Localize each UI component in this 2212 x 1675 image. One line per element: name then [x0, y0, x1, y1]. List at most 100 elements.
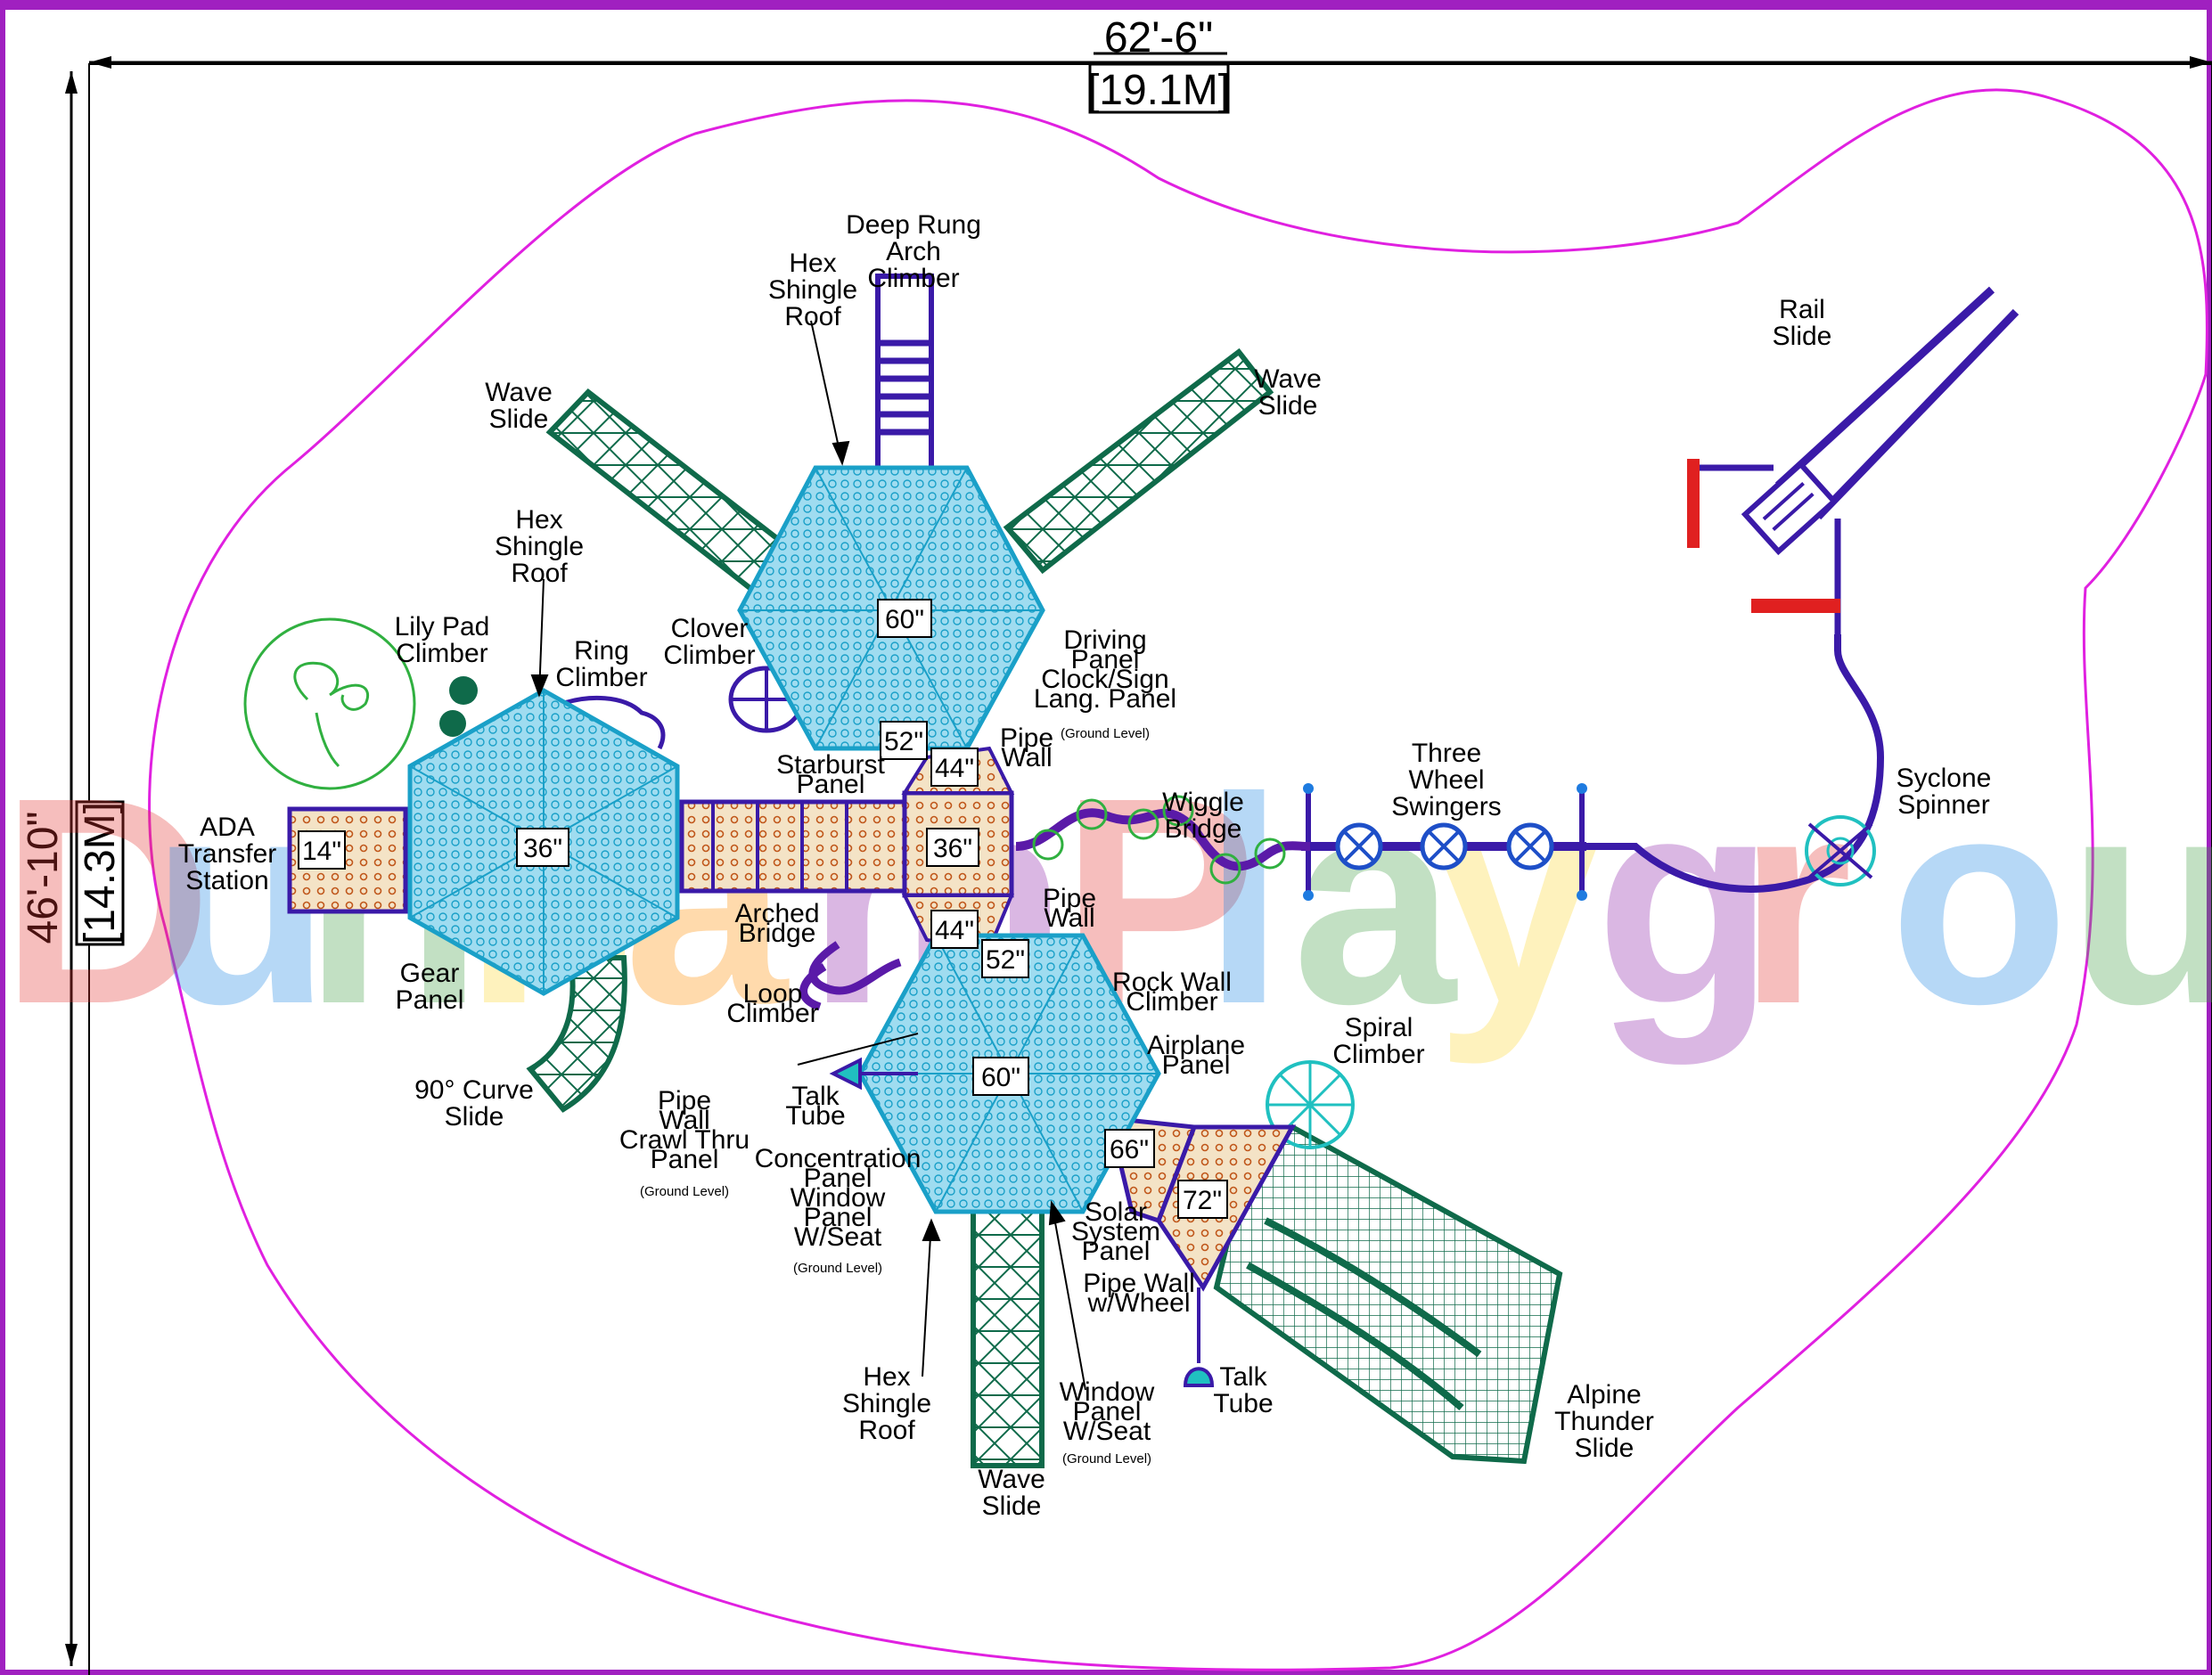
deep-rung-arch-climber [875, 274, 934, 475]
label-deep-rung-line: Arch [886, 237, 941, 266]
lily-pad-climber [243, 617, 478, 790]
talk-tube-left-shape [829, 1057, 918, 1091]
label-window-panel-line: W/Seat [1063, 1417, 1151, 1446]
deck-height-values: 14" 36" 60" 36" 52" 44" 44" 52" 60" 66" … [302, 605, 1222, 1215]
label-talk-tube-right-line: Tube [1213, 1389, 1273, 1418]
label-window-panel-line: Window [1060, 1377, 1155, 1407]
deck-height-boxes [298, 599, 1228, 1219]
watermark-letter: a [1292, 736, 1458, 1065]
label-arched-bridge-line: Arched [734, 899, 819, 928]
label-spiral-climber-line: Climber [1332, 1040, 1424, 1069]
label-ada-transfer-line: Station [185, 866, 268, 895]
label-concentration-line: Concentration [755, 1144, 922, 1173]
deck-height-step-b: 44" [935, 754, 974, 783]
three-wheel-swingers [1301, 783, 1587, 901]
ring-climber [561, 695, 666, 750]
label-hex-roof-left-line: Shingle [495, 532, 584, 561]
label-solar-system-line: Panel [1082, 1237, 1151, 1266]
label-clover-climber-line: Climber [663, 641, 755, 670]
label-talk-tube-left-line: Tube [785, 1101, 845, 1131]
label-pipe-wall-wheel-line: w/Wheel [1086, 1288, 1190, 1318]
watermark-letter: u [2068, 736, 2212, 1065]
label-solar-system-line: Solar [1085, 1197, 1147, 1227]
watermark-letter: y [1435, 736, 1601, 1066]
syclone-spinner [1533, 634, 1885, 893]
rail-slide [1687, 286, 2019, 634]
label-alpine-line: Alpine [1567, 1380, 1641, 1409]
arched-bridge [679, 799, 907, 894]
label-three-wheel-line: Wheel [1408, 765, 1484, 795]
label-wiggle-bridge-line: Wiggle [1162, 788, 1244, 817]
curve-slide [526, 955, 627, 1113]
label-wave-slide-right-line: Wave [1254, 364, 1322, 394]
label-syclone-line: Syclone [1897, 764, 1992, 793]
label-wave-slide-left-line: Slide [489, 404, 549, 434]
label-hex-roof-left-line: Roof [511, 559, 568, 588]
deck-height-step-a: 52" [884, 727, 923, 756]
label-pipe-wall-top-line: Pipe [1000, 723, 1053, 753]
deck-height-ada: 14" [302, 837, 341, 866]
label-solar-system-line: System [1071, 1217, 1160, 1246]
label-ground-level: (Ground Level) [1062, 1451, 1151, 1467]
label-rock-wall-line: Rock Wall [1112, 968, 1232, 997]
label-ring-climber-line: Ring [574, 636, 629, 666]
label-lily-pad-line: Lily Pad [395, 612, 490, 641]
label-arched-bridge-line: Bridge [739, 919, 816, 948]
label-curve-slide-line: Slide [445, 1102, 504, 1132]
safety-zone-outline [148, 88, 2208, 1671]
label-wave-slide-bottom-line: Slide [982, 1491, 1042, 1521]
label-ground-level: (Ground Level) [793, 1261, 882, 1276]
label-starburst-line: Starburst [776, 750, 885, 780]
talk-tube-right-shape [1183, 1287, 1215, 1387]
label-concentration-line: Window [791, 1183, 886, 1213]
label-concentration-line: Panel [804, 1203, 873, 1232]
deck-height-center: 36" [933, 834, 972, 863]
deck-height-step-d: 52" [986, 945, 1025, 975]
deck-height-step-c: 44" [935, 916, 974, 945]
loop-climber [799, 941, 902, 1011]
deck-height-step-e: 66" [1110, 1135, 1149, 1164]
label-hex-roof-top-line: Shingle [768, 275, 857, 305]
label-hex-roof-top-line: Hex [789, 249, 836, 278]
label-pipe-wall-mid-line: Pipe [1043, 884, 1096, 913]
label-concentration-line: W/Seat [794, 1222, 882, 1252]
label-alpine-line: Slide [1575, 1434, 1634, 1463]
depth-dimension: 46'-10" [14.3M] [20, 71, 125, 1666]
label-hex-roof-bottom-line: Shingle [842, 1389, 931, 1418]
label-wave-slide-left-line: Wave [485, 378, 553, 407]
label-clover-climber-line: Clover [671, 614, 749, 643]
label-wave-slide-bottom-line: Wave [978, 1465, 1045, 1494]
deck-height-hex-bottom: 60" [981, 1063, 1020, 1092]
label-driving-panel-line: Driving [1063, 625, 1146, 655]
label-gear-panel-line: Panel [396, 985, 464, 1015]
label-rock-wall-line: Climber [1126, 987, 1217, 1017]
watermark-letter: r [1738, 736, 1852, 1065]
label-pipe-wall-crawl-line: Crawl Thru [619, 1125, 750, 1155]
watermark-letter: D [0, 736, 212, 1065]
label-deep-rung-line: Climber [867, 264, 959, 293]
label-window-panel-line: Panel [1073, 1397, 1142, 1426]
label-talk-tube-left-line: Talk [791, 1082, 840, 1111]
label-three-wheel-line: Swingers [1391, 792, 1501, 821]
width-dimension-text: 62'-6" [1104, 14, 1213, 61]
label-gear-panel-line: Gear [400, 959, 460, 988]
label-loop-climber-line: Loop [743, 979, 803, 1009]
label-three-wheel-line: Three [1412, 739, 1481, 768]
label-pipe-wall-crawl-line: Wall [659, 1106, 709, 1135]
deck-height-hex-top: 60" [885, 605, 924, 634]
width-dimension: 62'-6" [19.1M] [89, 14, 2212, 114]
label-concentration-line: Panel [804, 1164, 873, 1193]
label-wiggle-bridge-line: Bridge [1165, 814, 1242, 844]
depth-metric-text: [14.3M] [77, 802, 124, 944]
label-ground-level: (Ground Level) [640, 1184, 729, 1199]
label-ring-climber-line: Climber [555, 663, 647, 692]
label-syclone-line: Spinner [1897, 790, 1989, 820]
label-driving-panel-line: Panel [1071, 645, 1140, 674]
leader-lines [530, 320, 1086, 1391]
label-rail-slide-line: Slide [1773, 322, 1832, 351]
label-ada-transfer-line: Transfer [178, 839, 277, 869]
label-starburst-line: Panel [797, 770, 865, 799]
label-rail-slide-line: Rail [1779, 295, 1825, 324]
label-pipe-wall-mid-line: Wall [1044, 903, 1094, 933]
